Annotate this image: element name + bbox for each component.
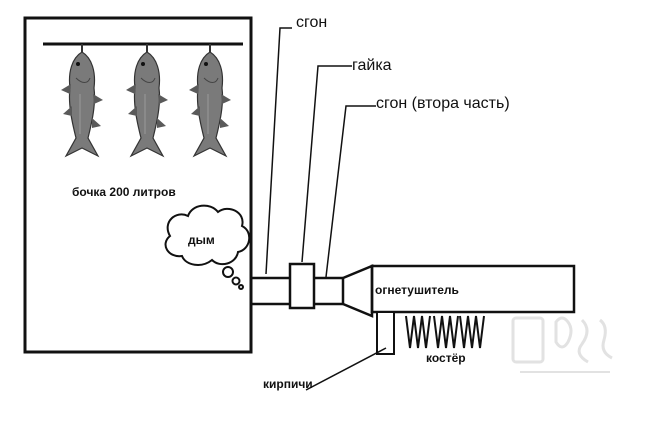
extinguisher	[342, 264, 576, 318]
pipe-sgon	[251, 276, 292, 306]
nut-label: гайка	[352, 57, 392, 74]
fire-flames	[405, 315, 485, 349]
watermark-logo	[511, 316, 613, 373]
fish-3	[188, 43, 232, 157]
sgon-label: сгон	[296, 14, 327, 31]
leader-lines	[265, 27, 387, 391]
smoke-cloud	[164, 204, 251, 290]
barrel	[23, 16, 253, 354]
pipe-sgon-second	[314, 276, 345, 306]
smoke-label: дым	[188, 233, 215, 247]
fish-2	[125, 43, 169, 157]
sgon2-label: сгон (втора часть)	[376, 95, 510, 112]
fish-1	[60, 43, 104, 157]
fire-label: костёр	[426, 351, 466, 365]
bricks-label: кирпичи	[263, 377, 313, 391]
extinguisher-label: огнетушитель	[375, 283, 459, 297]
barrel-label: бочка 200 литров	[72, 185, 176, 199]
brick	[376, 311, 395, 355]
nut	[288, 262, 316, 310]
